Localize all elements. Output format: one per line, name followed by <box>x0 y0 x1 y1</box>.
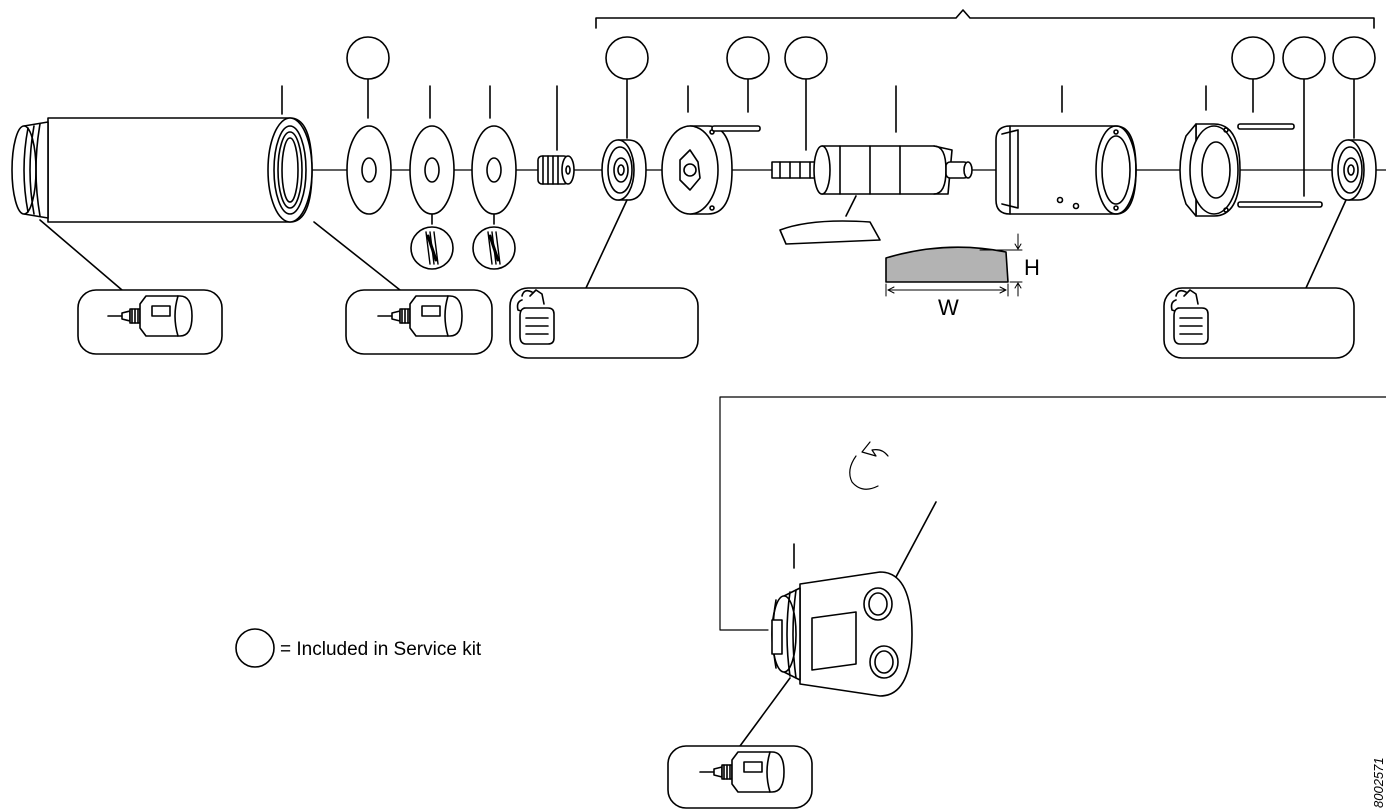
kit-marker-4 <box>784 36 828 80</box>
kit-marker-7 <box>1332 36 1376 80</box>
figure-id: 8002571 <box>1371 757 1386 808</box>
detail-frame <box>719 396 1386 631</box>
kit-marker-6 <box>1282 36 1326 80</box>
rotation-icon <box>849 441 889 490</box>
dowel-pin-rear-bottom <box>1237 36 1326 208</box>
washer-1 <box>346 36 392 215</box>
dowel-pin-front <box>711 36 770 132</box>
washer-2 <box>409 85 455 271</box>
vane <box>779 36 881 245</box>
motor-cylinder <box>995 85 1137 215</box>
dimension-height-label: H <box>1024 255 1040 280</box>
torque-callout-rear-bearing <box>1163 287 1355 359</box>
assembly-bracket <box>595 9 1375 29</box>
torque-callout-front-bearing <box>509 287 699 359</box>
pinion-gear <box>537 85 575 185</box>
front-bearing <box>601 36 649 201</box>
dimension-width-label: W <box>938 295 959 320</box>
rear-housing-detail <box>771 571 913 697</box>
rotor <box>771 85 973 195</box>
legend-text: = Included in Service kit <box>280 639 482 660</box>
kit-marker-3 <box>726 36 770 80</box>
cylinder-housing <box>11 85 313 223</box>
rear-end-plate <box>1179 85 1241 217</box>
kit-marker-2 <box>605 36 649 80</box>
legend-kit-marker <box>235 628 275 668</box>
vane-dimension-detail <box>885 233 1023 297</box>
glue-callout-2 <box>345 289 493 355</box>
washer-3 <box>471 85 517 271</box>
rear-bearing <box>1331 36 1377 201</box>
glue-callout-1 <box>77 289 223 355</box>
kit-marker-5 <box>1231 36 1275 80</box>
kit-marker-1 <box>346 36 390 80</box>
front-end-plate <box>661 85 733 215</box>
glue-callout-3 <box>667 745 813 809</box>
dowel-pin-rear-top <box>1231 36 1295 130</box>
vane-profile <box>885 246 1009 283</box>
